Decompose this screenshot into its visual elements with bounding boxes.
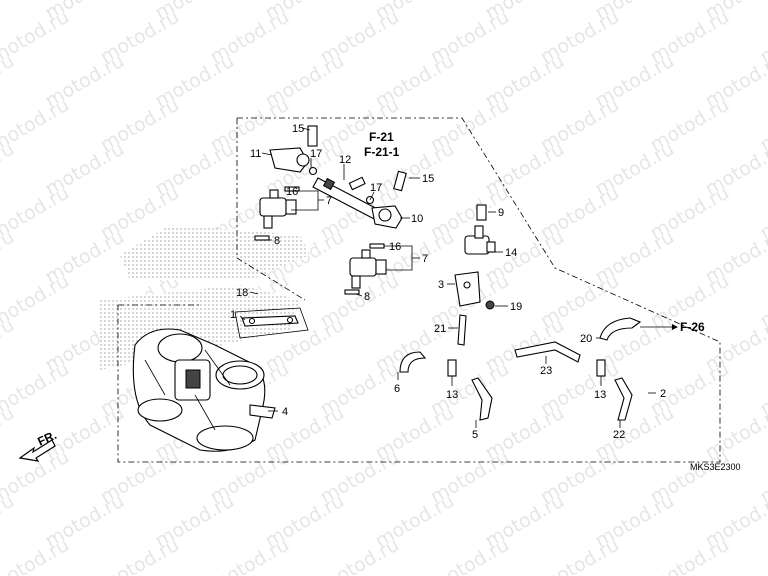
map-sensor <box>464 204 496 255</box>
label-22[interactable]: 22 <box>613 429 625 441</box>
watermark-text: motod.ru <box>537 534 623 576</box>
watermark-text: motod.ru <box>0 402 18 465</box>
watermark-text: motod.ru <box>0 226 18 289</box>
label-21[interactable]: 21 <box>434 323 446 335</box>
label-6[interactable]: 6 <box>394 383 400 395</box>
label-23[interactable]: 23 <box>540 365 552 377</box>
label-16b[interactable]: 16 <box>389 241 401 253</box>
label-16a[interactable]: 16 <box>286 186 298 198</box>
bolt-19 <box>485 300 495 310</box>
watermark-text: motod.ru <box>0 50 18 113</box>
label-4[interactable]: 4 <box>282 406 288 418</box>
label-7a[interactable]: 7 <box>326 195 332 207</box>
label-11[interactable]: 11 <box>250 148 261 160</box>
label-5[interactable]: 5 <box>472 429 478 441</box>
label-12[interactable]: 12 <box>339 154 351 166</box>
watermark-text: motod.ru <box>757 534 768 576</box>
watermark-text: motod.ru <box>0 534 73 576</box>
injector-b <box>349 249 387 289</box>
ref-f21[interactable]: F-21 <box>369 130 394 144</box>
label-1[interactable]: 1 <box>230 309 236 321</box>
injector-a <box>259 189 297 229</box>
fuel-rail <box>312 176 386 223</box>
watermark-text: motod.ru <box>207 534 293 576</box>
label-10[interactable]: 10 <box>411 213 423 225</box>
label-7b[interactable]: 7 <box>422 253 428 265</box>
ref-f21-1[interactable]: F-21-1 <box>364 145 400 159</box>
leader-lines <box>239 127 678 428</box>
label-14[interactable]: 14 <box>505 247 517 259</box>
throttle-body <box>132 328 276 452</box>
ref-f26[interactable]: F-26 <box>680 320 705 334</box>
label-17b[interactable]: 17 <box>370 182 382 194</box>
sensor-bracket <box>234 307 309 339</box>
watermark-text: motod.ru <box>0 0 18 24</box>
label-8b[interactable]: 8 <box>364 291 370 303</box>
label-19[interactable]: 19 <box>510 301 522 313</box>
watermark-text: motod.ru <box>317 534 403 576</box>
assembly-outline <box>117 117 721 463</box>
watermark-text: motod.ru <box>647 534 733 576</box>
label-18[interactable]: 18 <box>236 287 248 299</box>
watermark-text: motod.ru <box>97 534 183 576</box>
watermark-text: motod.ru <box>0 138 18 201</box>
label-3[interactable]: 3 <box>438 279 444 291</box>
label-20[interactable]: 20 <box>580 333 592 345</box>
label-17a[interactable]: 17 <box>310 148 322 160</box>
label-13a[interactable]: 13 <box>446 389 458 401</box>
label-15a[interactable]: 15 <box>292 123 304 135</box>
watermark-text: motod.ru <box>427 534 513 576</box>
front-arrow-icon <box>18 439 56 462</box>
label-15b[interactable]: 15 <box>422 173 434 185</box>
watermark-text: motod.ru <box>0 490 18 553</box>
bolt-15b <box>393 170 407 192</box>
label-13b[interactable]: 13 <box>594 389 606 401</box>
sensor-stay <box>454 271 481 307</box>
label-8a[interactable]: 8 <box>274 235 280 247</box>
watermark-text: motod.ru <box>0 314 18 377</box>
label-2[interactable]: 2 <box>660 388 666 400</box>
hoses <box>399 314 642 421</box>
joint-10 <box>371 205 403 229</box>
label-9[interactable]: 9 <box>498 207 504 219</box>
diagram-code: MKS3E2300 <box>690 462 741 472</box>
o-rings <box>254 166 385 295</box>
joint-11 <box>269 125 318 173</box>
